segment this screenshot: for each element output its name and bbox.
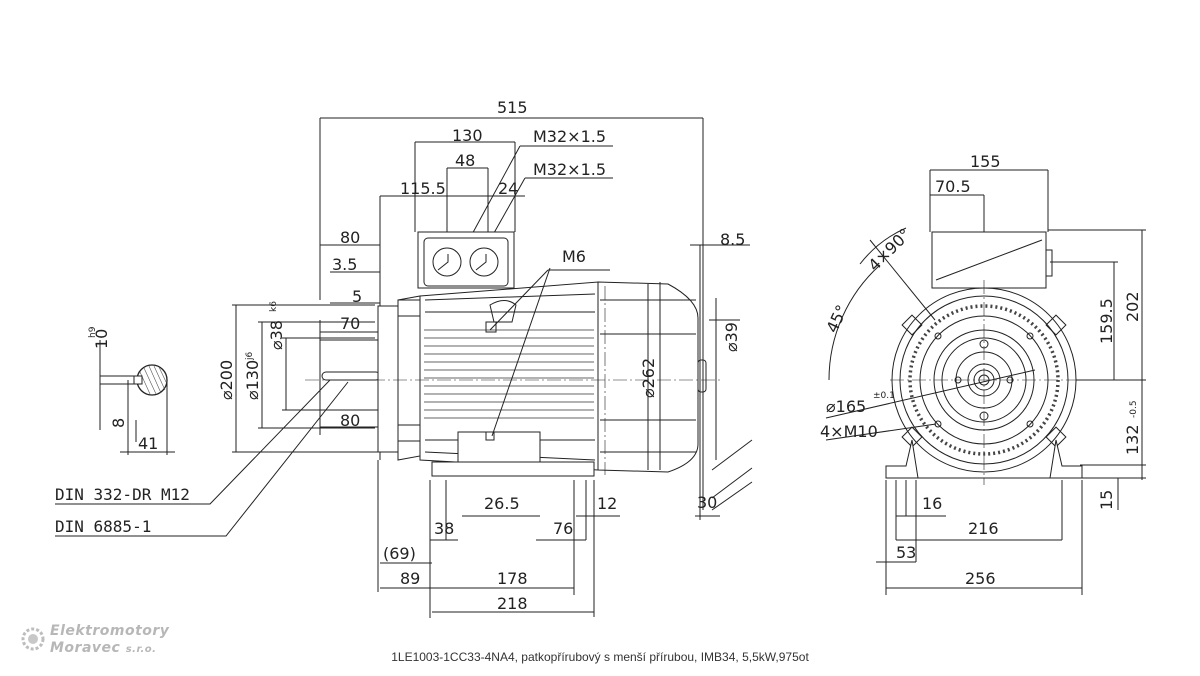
dim-earth-thread: M6 xyxy=(562,247,586,266)
thread-standard-label: DIN 332-DR M12 xyxy=(55,485,190,504)
dim-ref-89: 89 xyxy=(400,569,420,588)
dim-entry-offset: 24 xyxy=(498,179,518,198)
dim-box-offset-end: 70.5 xyxy=(935,177,971,196)
dim-angle-small: 4×90° xyxy=(864,225,914,275)
dim-cable-gland-2: M32×1.5 xyxy=(533,160,606,179)
end-view xyxy=(826,170,1146,595)
dim-foot-height-off: 30 xyxy=(697,493,717,512)
dim-foot-d: 76 xyxy=(553,519,573,538)
dim-flange-dia: ⌀200 xyxy=(217,360,236,400)
dim-foot-hole-dia: 16 xyxy=(922,494,942,513)
gear-icon xyxy=(20,626,46,652)
key-depth-label: 8 xyxy=(109,418,128,428)
drawing-caption: 1LE1003-1CC33-4NA4, patkopřírubový s men… xyxy=(391,650,809,664)
dim-shaft-height: 132 xyxy=(1123,424,1142,455)
dim-foot-gap-a: 26.5 xyxy=(484,494,520,513)
dim-shaft-offset: 80 xyxy=(340,228,360,247)
dim-frame-dia: ⌀262 xyxy=(639,358,658,398)
dim-ref-69: (69) xyxy=(383,544,416,563)
dim-entry-spacing: 48 xyxy=(455,151,475,170)
dim-shaft-dia: ⌀38 xyxy=(267,320,286,350)
dim-shaft-length: 70 xyxy=(340,314,360,333)
dim-cable-gland-1: M32×1.5 xyxy=(533,127,606,146)
dim-foot-hole-spacing: 216 xyxy=(968,519,999,538)
logo-line1: Elektromotory xyxy=(50,623,170,639)
dim-rear-shaft: ⌀39 xyxy=(722,322,741,352)
dim-foot-c: 38 xyxy=(434,519,454,538)
dim-foot-width-b: 12 xyxy=(597,494,617,513)
dim-pcd-tol: ±0.1 xyxy=(873,391,895,401)
logo-name: Moravec xyxy=(50,640,121,656)
dim-pcd: ⌀165 xyxy=(826,397,866,416)
dim-box-position: 115.5 xyxy=(400,179,446,198)
dim-box-height: 159.5 xyxy=(1097,298,1116,344)
shaft-section xyxy=(100,340,175,455)
dim-fan-gap: 8.5 xyxy=(720,230,745,249)
key-height-label: 10 xyxy=(92,329,111,349)
dim-overall-length: 515 xyxy=(497,98,528,117)
dim-box-width: 130 xyxy=(452,126,483,145)
dim-spigot-dia: ⌀130 xyxy=(243,360,262,400)
company-logo: Elektromotory Moravec s.r.o. xyxy=(20,622,210,662)
key-standard-label: DIN 6885-1 xyxy=(55,517,151,536)
key-tol-label: h9 xyxy=(88,326,98,338)
dim-shaft-shoulder: 80 xyxy=(340,411,360,430)
dim-shaft-tol: k6 xyxy=(269,301,279,312)
logo-line2: Moravec s.r.o. xyxy=(50,640,156,656)
logo-suffix: s.r.o. xyxy=(125,644,157,655)
dim-total-height: 202 xyxy=(1123,291,1142,322)
dim-flange-holes: 4×M10 xyxy=(820,422,878,441)
dim-foot-total: 218 xyxy=(497,594,528,613)
dim-foot-spacing: 178 xyxy=(497,569,528,588)
key-width-label: 41 xyxy=(138,434,158,453)
dim-base-width: 256 xyxy=(965,569,996,588)
dim-flange-thickness: 3.5 xyxy=(332,255,357,274)
dim-box-width-end: 155 xyxy=(970,152,1001,171)
dim-spigot-tol: j6 xyxy=(245,351,255,361)
dim-foot-offset: 53 xyxy=(896,543,916,562)
dim-spigot-depth: 5 xyxy=(352,287,362,306)
side-view xyxy=(55,118,752,618)
dim-foot-thickness: 15 xyxy=(1097,490,1116,510)
dim-shaft-height-tol: -0.5 xyxy=(1129,400,1139,418)
